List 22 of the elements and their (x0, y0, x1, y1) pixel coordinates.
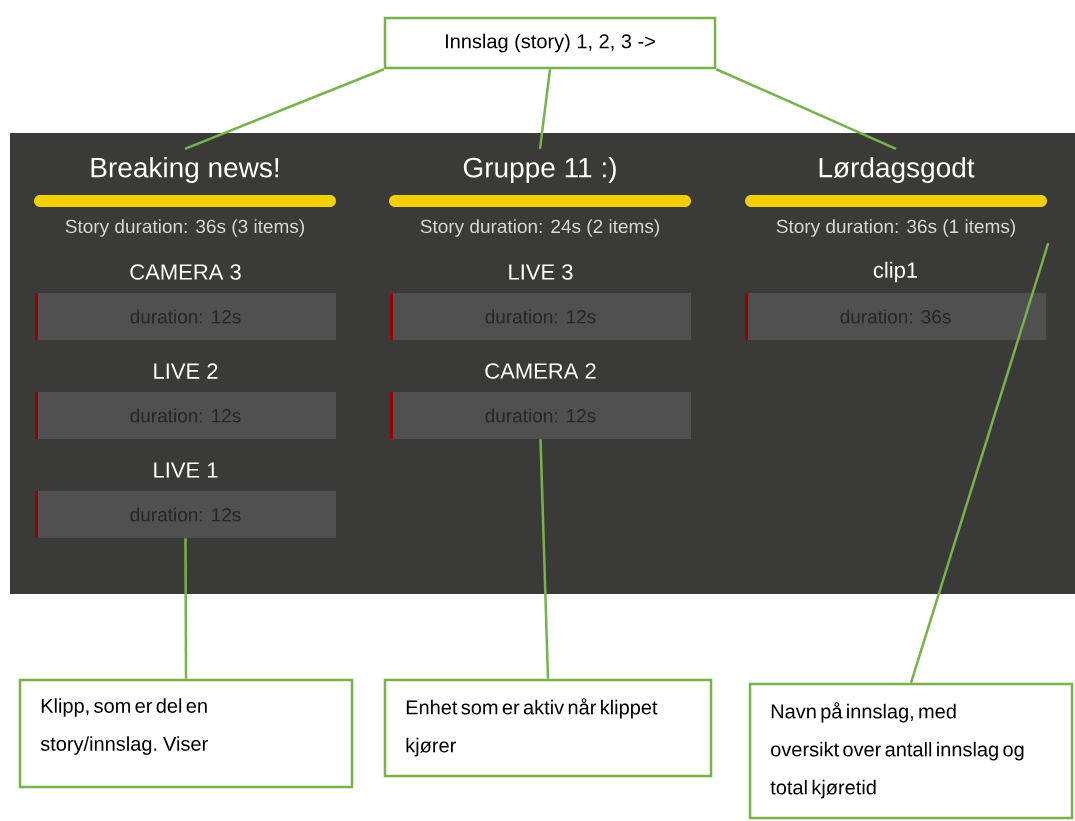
duration-text: Story duration: 36s (1 items) (776, 219, 1015, 237)
clip-name: LIVE 1 (154, 462, 218, 478)
story-title: Breaking news! (91, 156, 279, 184)
leader-line (184, 68, 385, 150)
leader-line (538, 69, 552, 149)
clip-name: CAMERA 3 (130, 264, 241, 280)
clip-name: LIVE 3 (509, 264, 573, 280)
leader-line (909, 242, 1050, 684)
callout-box: Navn på innslag, med oversikt over antall innslag og total kjøretid (748, 682, 1074, 820)
leader-line (539, 439, 550, 679)
duration-text: Story duration: 36s (3 items) (65, 219, 304, 237)
callout-box: Enhet som er aktiv når klippet kjører (383, 678, 713, 778)
callout-box: Klipp, som er del en story/innslag. Viser (18, 678, 354, 789)
clip-name: clip1 (873, 261, 918, 283)
callout-box: Innslag (story) 1, 2, 3 -> (383, 16, 717, 70)
duration-text: Story duration: 24s (2 items) (420, 219, 659, 237)
story-title: Gruppe 11 :) (463, 156, 616, 184)
clip-name: CAMERA 2 (485, 363, 596, 379)
story-title: Lørdagsgodt (819, 156, 975, 184)
clip-name: LIVE 2 (154, 363, 218, 379)
leader-line (715, 68, 897, 150)
leader-line (184, 538, 188, 679)
